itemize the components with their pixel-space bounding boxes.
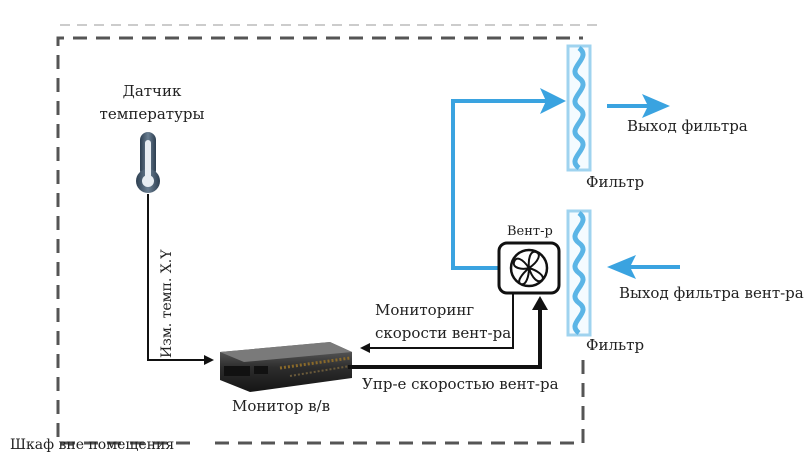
airflow-arrowhead (540, 88, 566, 114)
sensor-label-line2: температуры (100, 105, 205, 123)
speed-control-line (348, 306, 542, 369)
enclosure-border-bottom (215, 360, 585, 445)
enclosure-label: Шкаф вне помещения (10, 437, 174, 453)
filter-bottom-label: Фильтр (586, 336, 644, 354)
speed-monitoring-label-line2: скорости вент-ра (375, 324, 511, 342)
temperature-signal-line (147, 194, 214, 365)
sensor-label-line1: Датчик (123, 82, 182, 100)
sensor-line-label: Изм. темп. X.Y (159, 249, 175, 358)
filter-top-label: Фильтр (586, 173, 644, 191)
filter-output-label: Выход фильтра (627, 117, 748, 135)
filter-output-arrowhead (642, 94, 670, 118)
filter-bottom-icon (566, 209, 592, 337)
enclosure-border-left (56, 36, 583, 445)
speed-monitoring-label-line1: Мониторинг (375, 301, 474, 319)
speed-monitoring-line (360, 290, 514, 353)
filter-top-icon (566, 44, 592, 172)
airflow-path (451, 99, 553, 270)
fan-label: Вент-р (507, 224, 553, 239)
speed-control-label: Упр-е скоростью вент-ра (362, 375, 559, 393)
fan-filter-input-arrowhead (607, 255, 636, 279)
fan-filter-output-label: Выход фильтра вент-ра (619, 284, 804, 302)
monitor-device-icon (220, 342, 352, 392)
speed-control-arrowhead (532, 296, 548, 310)
thermometer-icon (136, 132, 160, 193)
fan-icon (497, 241, 561, 295)
monitor-label: Монитор в/в (232, 397, 330, 415)
